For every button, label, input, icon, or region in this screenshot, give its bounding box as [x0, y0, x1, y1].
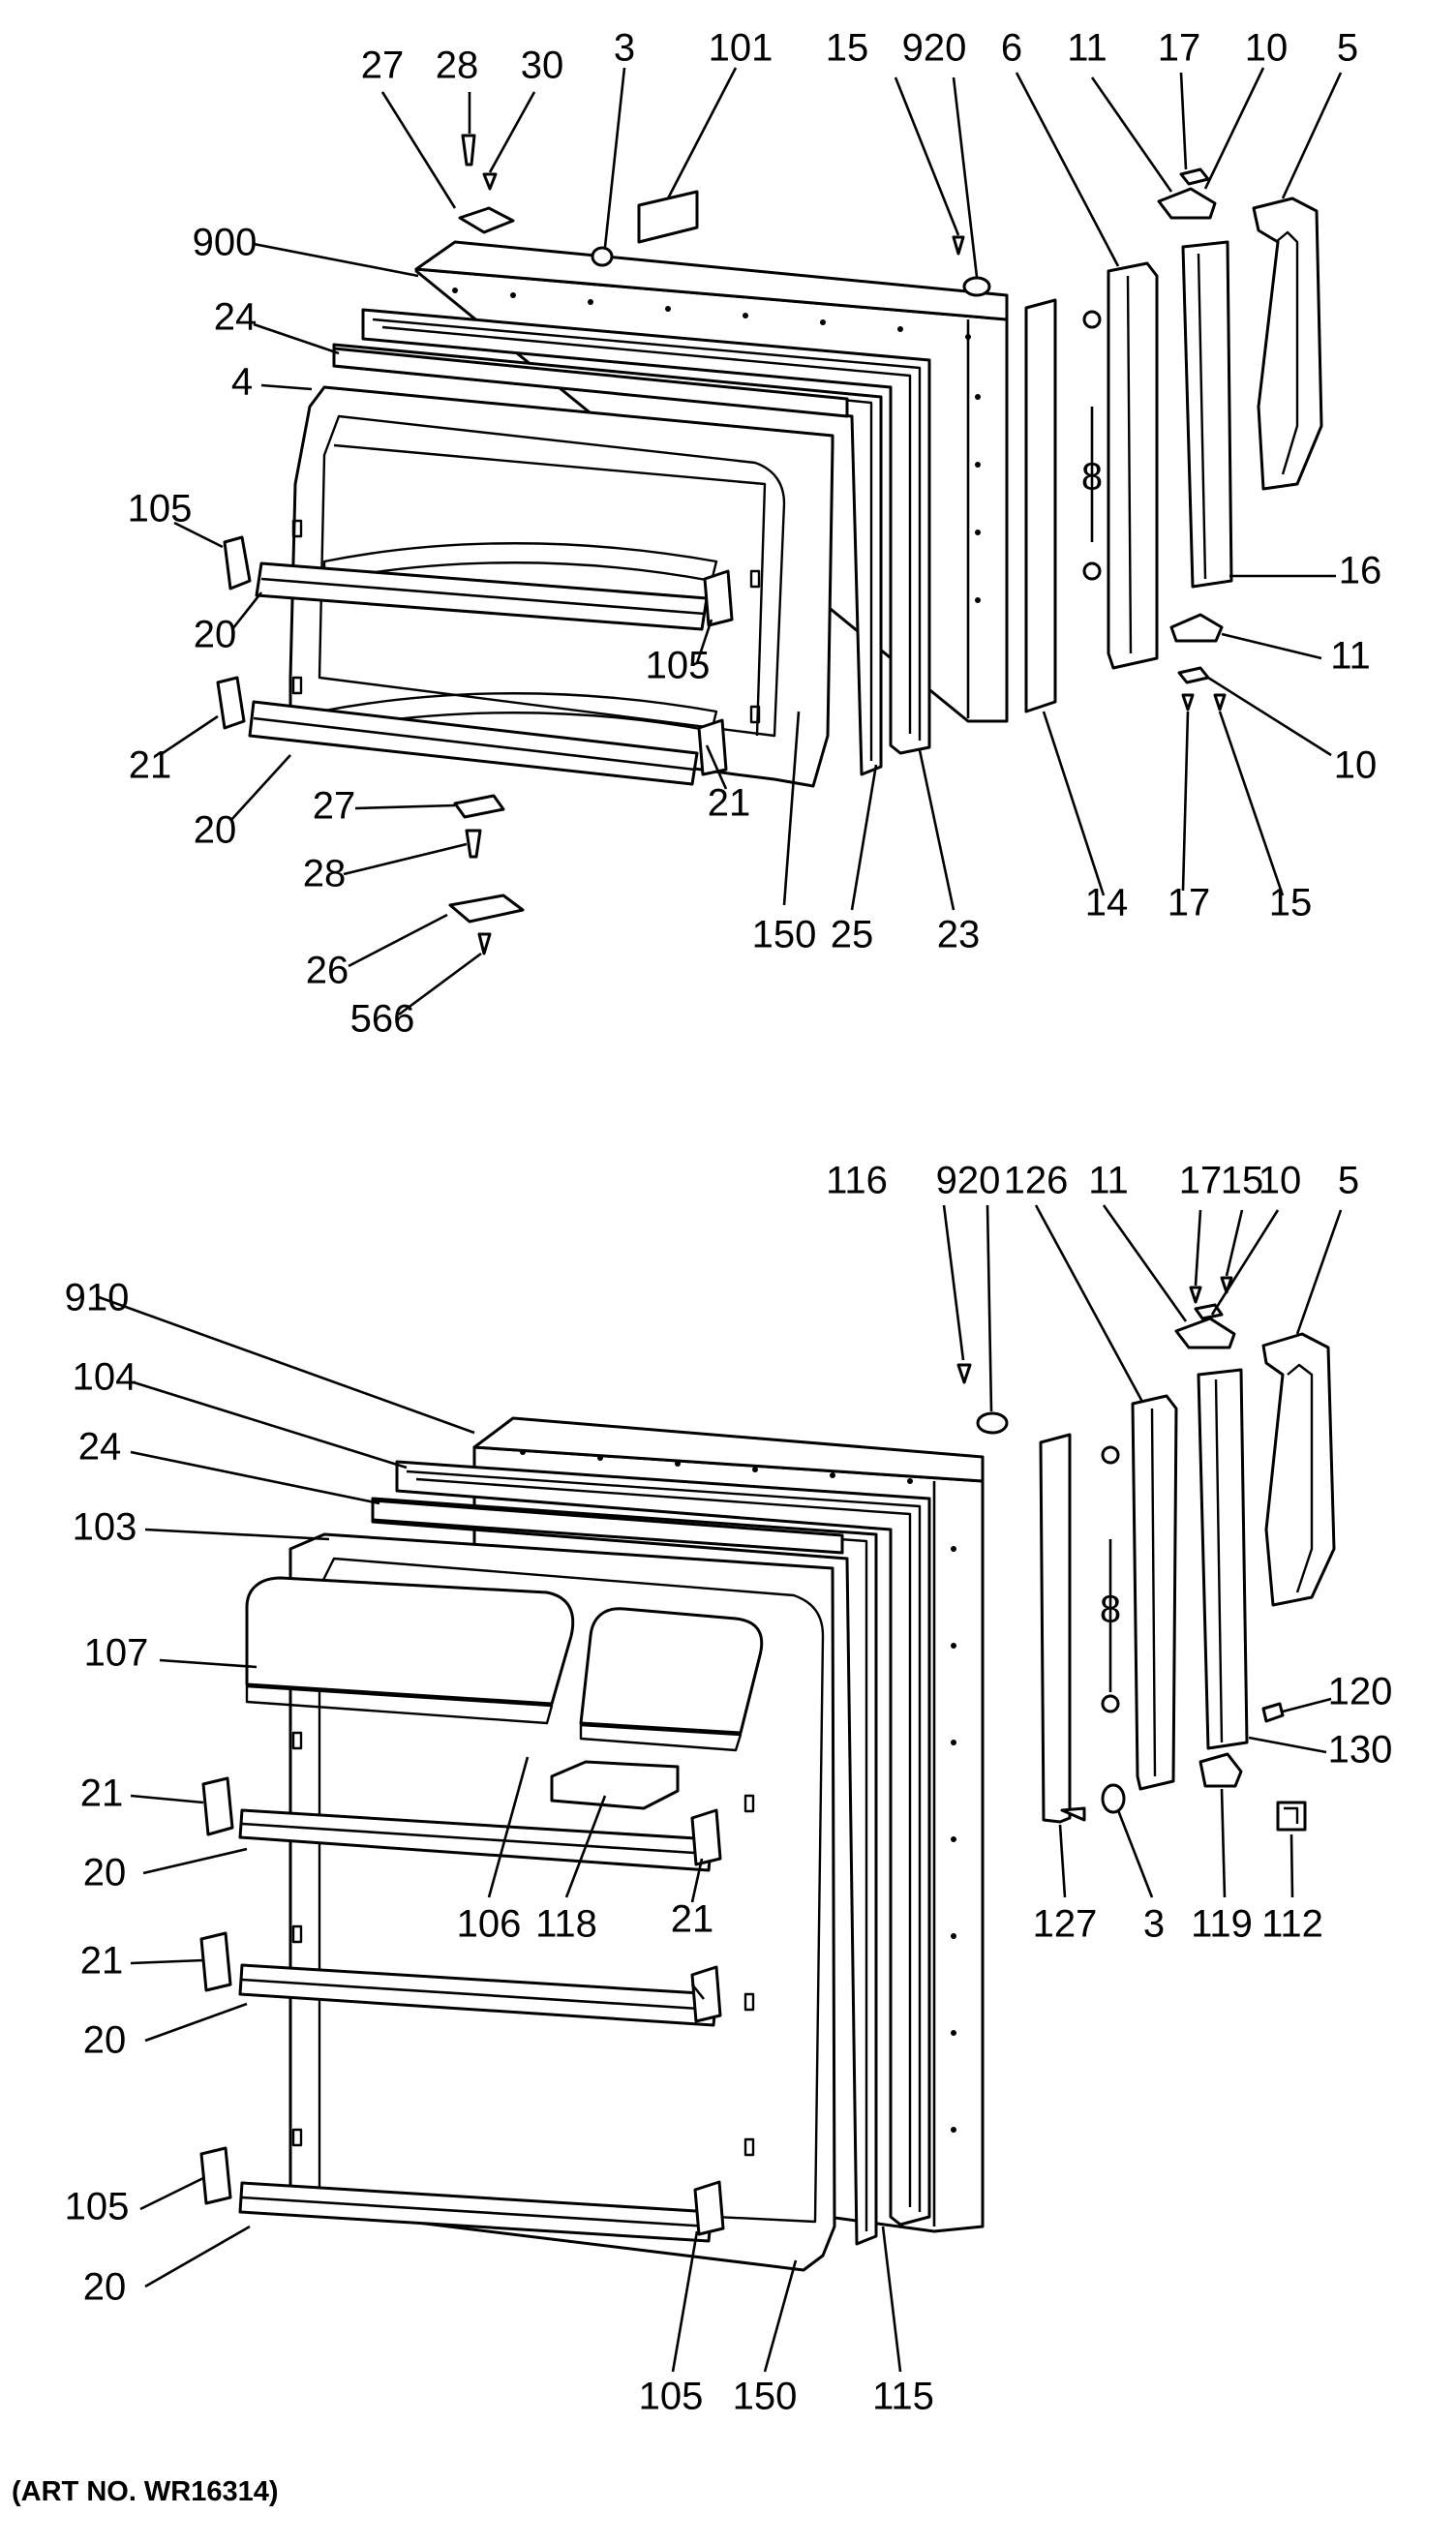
callout-label: 15 — [1221, 1160, 1264, 1202]
callout-label: 21 — [671, 1898, 714, 1941]
callout-label: 119 — [1191, 1903, 1253, 1946]
freezer-leader-lines — [159, 67, 1343, 1016]
callout-label: 105 — [639, 2376, 704, 2418]
callout-label: 920 — [936, 1160, 1001, 1202]
hinge-parts — [448, 134, 525, 955]
breaker-strip — [371, 1499, 844, 1555]
callout-label: 10 — [1259, 1160, 1302, 1202]
callout-label: 28 — [436, 45, 479, 87]
callout-label: 10 — [1245, 27, 1289, 70]
callout-label: 21 — [80, 1940, 124, 1983]
callout-label: 8 — [1100, 1589, 1121, 1631]
callout-label: 910 — [65, 1277, 130, 1319]
callout-label: 27 — [313, 785, 356, 828]
callout-label: 20 — [83, 1852, 127, 1894]
callout-label: 5 — [1338, 1160, 1359, 1202]
callout-label: 566 — [350, 998, 415, 1041]
callout-label: 15 — [826, 27, 869, 70]
callout-label: 11 — [1330, 635, 1371, 678]
handle-assembly — [1024, 167, 1323, 713]
callout-label: 106 — [457, 1903, 522, 1946]
callout-label: 6 — [1001, 27, 1022, 70]
callout-label: 25 — [831, 914, 874, 956]
callout-label: 17 — [1179, 1160, 1223, 1202]
callout-label: 24 — [78, 1426, 122, 1469]
fresh-food-callouts: 116 920 126 11 17 15 10 5 910 104 24 103… — [65, 1160, 1393, 2418]
callout-label: 900 — [193, 222, 258, 264]
callout-label: 30 — [521, 45, 564, 87]
handle-assembly — [1039, 1276, 1336, 1832]
shelf-end-supports — [216, 535, 734, 776]
callout-label: 105 — [646, 645, 711, 687]
callout-label: 27 — [361, 45, 405, 87]
callout-label: 101 — [709, 27, 774, 70]
callout-label: 17 — [1168, 882, 1211, 924]
callout-label: 28 — [303, 853, 347, 895]
fresh-food-leader-lines — [98, 1204, 1343, 2373]
callout-label: 26 — [306, 950, 349, 992]
callout-label: 920 — [902, 27, 967, 70]
freezer-door-assembly: 27 28 30 3 101 15 920 6 11 17 10 5 900 2… — [128, 27, 1382, 1041]
callout-label: 16 — [1339, 550, 1382, 592]
breaker-strip — [332, 347, 849, 418]
dairy-compartment — [245, 1576, 764, 1752]
callout-label: 150 — [752, 914, 817, 956]
callout-label: 103 — [73, 1506, 137, 1549]
callout-label: 8 — [1081, 456, 1103, 499]
callout-label: 116 — [826, 1160, 888, 1202]
callout-label: 21 — [80, 1772, 124, 1815]
freezer-callouts: 27 28 30 3 101 15 920 6 11 17 10 5 900 2… — [128, 27, 1382, 1041]
callout-label: 23 — [937, 914, 981, 956]
callout-label: 15 — [1269, 882, 1313, 924]
callout-label: 20 — [194, 809, 237, 852]
callout-label: 24 — [214, 296, 258, 339]
callout-label: 127 — [1033, 1903, 1098, 1946]
callout-label: 20 — [83, 2266, 127, 2309]
callout-label: 11 — [1088, 1160, 1129, 1202]
callout-label: 115 — [872, 2376, 934, 2418]
callout-label: 120 — [1328, 1671, 1393, 1713]
callout-label: 10 — [1334, 744, 1378, 787]
callout-label: 21 — [129, 744, 172, 787]
callout-label: 118 — [535, 1903, 597, 1946]
fresh-food-door-assembly: 116 920 126 11 17 15 10 5 910 104 24 103… — [65, 1160, 1393, 2418]
callout-label: 14 — [1085, 882, 1129, 924]
callout-label: 5 — [1337, 27, 1358, 70]
callout-label: 4 — [231, 361, 253, 404]
callout-label: 21 — [708, 782, 751, 825]
callout-label: 11 — [1067, 27, 1107, 70]
callout-label: 107 — [84, 1632, 149, 1675]
small-hardware — [956, 1363, 1126, 1814]
art-number: (ART NO. WR16314) — [12, 2476, 279, 2507]
callout-label: 112 — [1261, 1903, 1323, 1946]
callout-label: 17 — [1158, 27, 1201, 70]
callout-label: 150 — [733, 2376, 798, 2418]
butter-tray — [550, 1760, 680, 1810]
door-shelves — [238, 1808, 718, 2243]
callout-label: 20 — [83, 2019, 127, 2062]
callout-label: 3 — [614, 27, 635, 70]
callout-label: 105 — [65, 2186, 130, 2228]
door-shelves — [248, 542, 718, 786]
callout-label: 126 — [1004, 1160, 1069, 1202]
callout-label: 20 — [194, 614, 237, 656]
callout-label: 105 — [128, 488, 193, 530]
callout-label: 130 — [1328, 1729, 1393, 1772]
callout-label: 104 — [73, 1356, 137, 1399]
callout-label: 3 — [1143, 1903, 1165, 1946]
small-hardware — [591, 190, 991, 297]
shelf-end-supports — [199, 1776, 725, 2236]
